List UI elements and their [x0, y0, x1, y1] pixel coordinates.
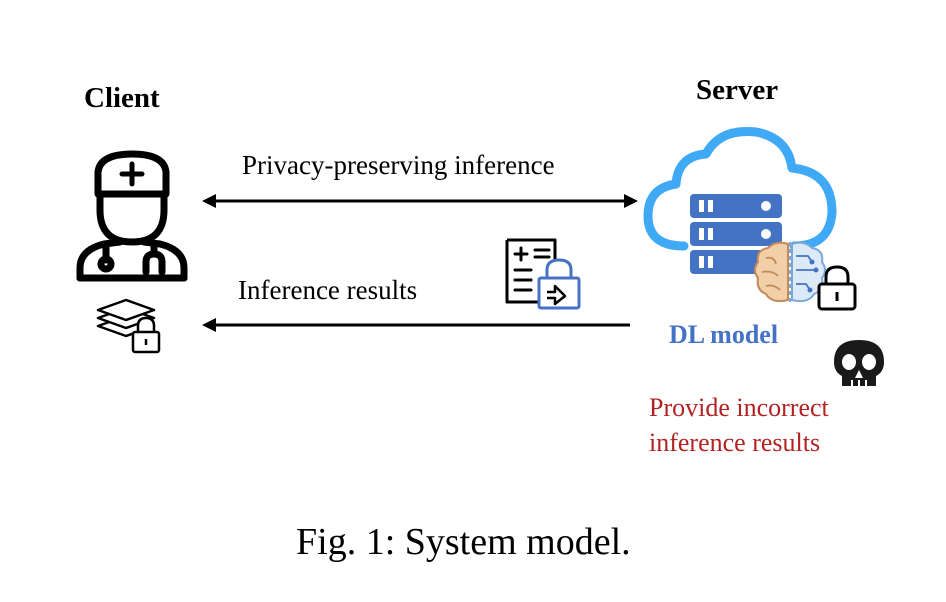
doctor-icon	[76, 150, 188, 282]
privacy-inference-label: Privacy-preserving inference	[242, 150, 555, 180]
dl-model-label: DL model	[669, 320, 779, 349]
inference-results-label: Inference results	[238, 275, 418, 305]
results-arrow	[202, 318, 630, 332]
figure-caption: Fig. 1: System model.	[296, 521, 631, 563]
client-title: Client	[84, 82, 160, 114]
brain-model-icon	[754, 241, 826, 303]
encrypted-document-icon	[505, 238, 581, 310]
attack-description: Provide incorrect inference results	[649, 390, 829, 460]
bidirectional-arrow	[202, 194, 638, 208]
attack-line-2: inference results	[649, 428, 821, 457]
skull-icon	[834, 340, 884, 386]
attack-line-1: Provide incorrect	[649, 393, 829, 422]
model-lock-icon	[817, 265, 857, 311]
encrypted-data-icon	[96, 298, 161, 354]
server-title: Server	[696, 74, 779, 106]
